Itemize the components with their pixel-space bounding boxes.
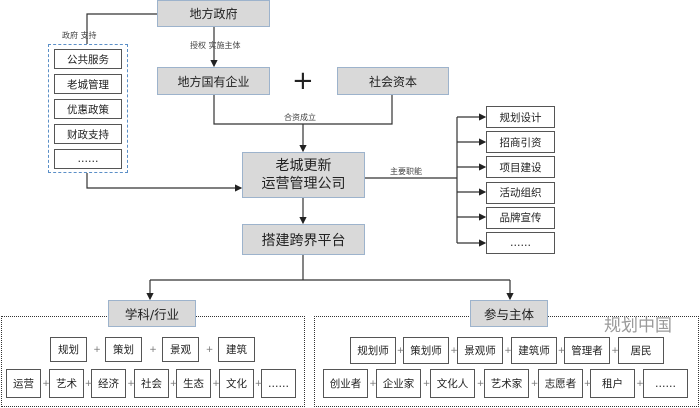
gov-support-item: …… <box>54 149 122 169</box>
plus-icon: + <box>504 345 512 356</box>
plus-icon: + <box>254 378 263 389</box>
company-line2: 运营管理公司 <box>261 176 346 192</box>
gov-support-item: 公共服务 <box>54 49 122 69</box>
row-item: 经济 <box>91 369 126 398</box>
watermark: 规划中国 <box>604 316 672 336</box>
plus-icon: + <box>84 378 93 389</box>
function-item: 品牌宣传 <box>486 206 555 229</box>
row-item: 志愿者 <box>538 369 583 398</box>
participants-title: 参与主体 <box>470 300 548 327</box>
plus-icon: + <box>205 344 214 355</box>
row-item: 建筑 <box>218 337 255 362</box>
row-item: 文化 <box>219 369 254 398</box>
row-item: 策划 <box>105 337 142 362</box>
row-item: 景观师 <box>457 337 503 364</box>
row-item: 文化人 <box>430 369 475 398</box>
row-item: 居民 <box>618 337 664 364</box>
row-item: 创业者 <box>323 369 368 398</box>
local-government-box: 地方政府 <box>157 0 270 27</box>
plus-icon: + <box>422 378 431 389</box>
plus-sign: + <box>292 66 314 96</box>
gov-support-group <box>48 44 128 173</box>
function-item: 招商引资 <box>486 131 555 154</box>
function-item: 活动组织 <box>486 181 555 204</box>
gov-support-item: 优惠政策 <box>54 99 122 119</box>
plus-icon: + <box>583 378 592 389</box>
row-item: …… <box>261 369 296 398</box>
discipline-title: 学科/行业 <box>108 300 196 327</box>
authorize-label: 授权 实施主体 <box>190 41 241 50</box>
gov-support-label: 政府 支持 <box>62 31 97 40</box>
plus-icon: + <box>557 345 566 356</box>
function-item: 项目建设 <box>486 156 555 179</box>
plus-icon: + <box>611 345 619 356</box>
plus-icon: + <box>476 378 485 389</box>
plus-icon: + <box>636 378 644 389</box>
plus-icon: + <box>369 378 377 389</box>
row-item: 运营 <box>6 369 41 398</box>
row-item: …… <box>643 369 688 398</box>
plus-icon: + <box>93 344 101 355</box>
plus-icon: + <box>212 378 220 389</box>
plus-icon: + <box>396 345 405 356</box>
state-owned-enterprise-box: 地方国有企业 <box>157 67 270 95</box>
plus-icon: + <box>127 378 135 389</box>
company-box: 老城更新 运营管理公司 <box>242 152 365 198</box>
row-item: 艺术 <box>49 369 84 398</box>
gov-support-item: 财政支持 <box>54 124 122 144</box>
row-item: 规划师 <box>350 337 396 364</box>
row-item: 社会 <box>134 369 169 398</box>
function-item: …… <box>486 232 555 254</box>
plus-icon: + <box>450 345 458 356</box>
main-functions-label: 主要职能 <box>390 167 422 176</box>
gov-support-item: 老城管理 <box>54 74 122 94</box>
row-item: 企业家 <box>376 369 421 398</box>
row-item: 生态 <box>176 369 211 398</box>
plus-icon: + <box>42 378 50 389</box>
row-item: 规划 <box>50 337 87 362</box>
function-item: 规划设计 <box>486 106 555 128</box>
plus-icon: + <box>530 378 539 389</box>
row-item: 租户 <box>590 369 635 398</box>
joint-venture-label: 合资成立 <box>284 113 316 122</box>
platform-box: 搭建跨界平台 <box>242 224 365 255</box>
row-item: 景观 <box>162 337 199 362</box>
row-item: 艺术家 <box>484 369 529 398</box>
row-item: 策划师 <box>403 337 449 364</box>
company-line1: 老城更新 <box>275 158 332 174</box>
plus-icon: + <box>169 378 178 389</box>
plus-icon: + <box>149 344 157 355</box>
row-item: 管理者 <box>564 337 610 364</box>
row-item: 建筑师 <box>511 337 557 364</box>
social-capital-box: 社会资本 <box>337 67 449 95</box>
